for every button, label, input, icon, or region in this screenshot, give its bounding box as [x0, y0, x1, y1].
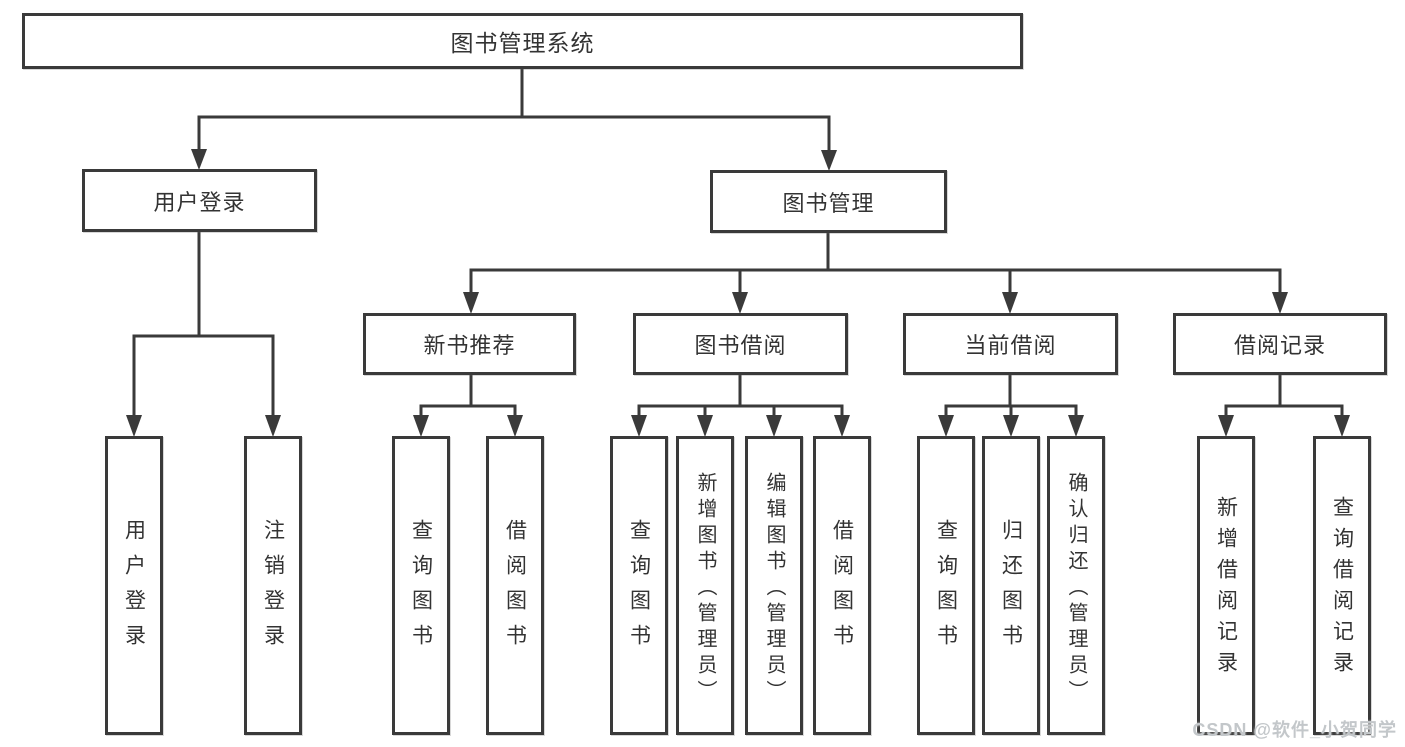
node-new-book-recommend: 新书推荐 — [363, 313, 576, 375]
leaf-borrow-books: 借阅图书 — [813, 436, 871, 735]
leaf-borrow-query-books: 查询图书 — [610, 436, 668, 735]
leaf-current-query-books: 查询图书 — [917, 436, 975, 735]
leaf-recommend-query-books: 查询图书 — [392, 436, 450, 735]
node-book-borrow: 图书借阅 — [633, 313, 848, 375]
leaf-recommend-borrow-books: 借阅图书 — [486, 436, 544, 735]
leaf-query-borrow-record: 查询借阅记录 — [1313, 436, 1371, 735]
arrow-down-icons — [126, 149, 1350, 437]
leaf-add-borrow-record: 新增借阅记录 — [1197, 436, 1255, 735]
node-current-borrow: 当前借阅 — [903, 313, 1118, 375]
leaf-add-books-admin: 新增图书（管理员） — [676, 436, 734, 735]
node-user-login: 用户登录 — [82, 169, 317, 232]
node-book-management: 图书管理 — [710, 170, 947, 233]
leaf-edit-books-admin: 编辑图书（管理员） — [745, 436, 803, 735]
leaf-logout: 注销登录 — [244, 436, 302, 735]
leaf-return-books: 归还图书 — [982, 436, 1040, 735]
leaf-user-login: 用户登录 — [105, 436, 163, 735]
csdn-watermark: CSDN @软件_小贺同学 — [1192, 720, 1397, 740]
node-library-management-system: 图书管理系统 — [22, 13, 1023, 69]
node-borrow-records: 借阅记录 — [1173, 313, 1387, 375]
leaf-confirm-return-admin: 确认归还（管理员） — [1047, 436, 1105, 735]
